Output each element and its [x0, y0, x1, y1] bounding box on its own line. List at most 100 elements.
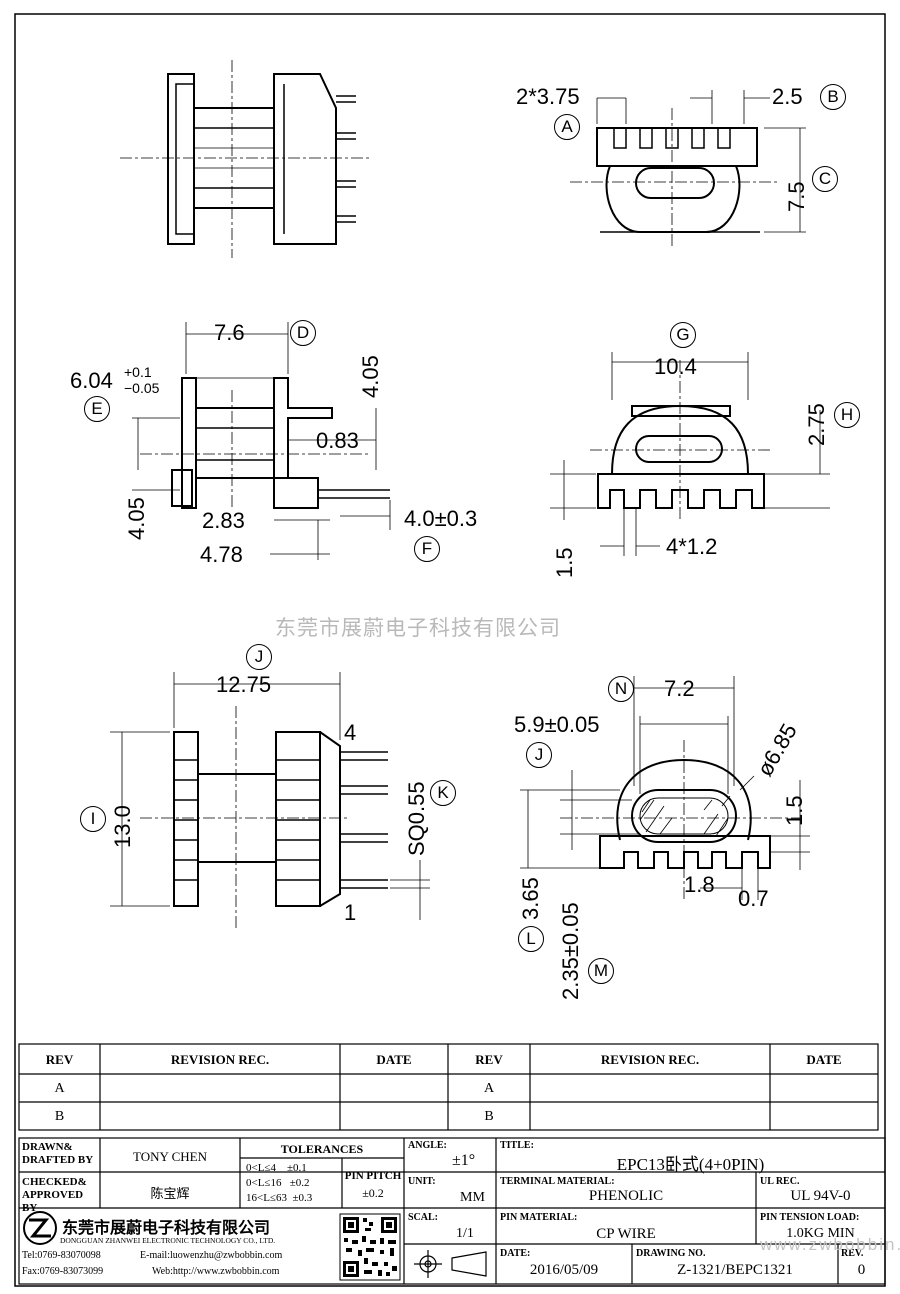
dim-label: 7.6: [214, 320, 245, 345]
qr-code: [339, 1213, 401, 1281]
drawing-no-label: DRAWING NO.: [636, 1248, 706, 1259]
drawn-value: TONY CHEN: [132, 1149, 208, 1164]
dim-label: 1.8: [684, 872, 715, 897]
company-fax: Fax:0769-83073099: [22, 1266, 104, 1277]
revision-table-grid: [18, 1043, 879, 1131]
drawn-label: DRAWN& DRAFTED BY: [22, 1141, 94, 1166]
dim-label: 4*1.2: [666, 534, 718, 559]
view-mid-left: [132, 322, 391, 560]
callout-I: I: [80, 806, 106, 832]
company-watermark: 东莞市展蔚电子科技有限公司: [275, 617, 561, 640]
dim-label: 4.05: [358, 355, 383, 398]
rev-label: REV.: [841, 1248, 864, 1259]
dim-label: 4.05: [124, 497, 149, 540]
dim-label: 1.5: [552, 547, 577, 578]
dim-label: 0.83: [316, 428, 359, 453]
checked-value: 陈宝辉: [150, 1186, 190, 1201]
title-block-grid: [18, 1137, 886, 1285]
pin-number-label: 1: [344, 900, 357, 925]
revision-rec-header: REVISION REC.: [600, 1052, 700, 1067]
view-top-left: [120, 60, 370, 258]
dim-label: 4.78: [200, 542, 243, 567]
dim-label: 5.9±0.05: [514, 712, 600, 737]
dim-label: 13.0: [110, 805, 135, 848]
callout-K: K: [430, 780, 456, 806]
date-value: 2016/05/09: [529, 1262, 599, 1278]
pin-tension-label: PIN TENSION LOAD:: [760, 1212, 860, 1223]
company-logo: [23, 1211, 57, 1245]
callout-H: H: [834, 402, 860, 428]
unit-value: MM: [460, 1190, 485, 1205]
unit-label: UNIT:: [408, 1176, 436, 1187]
pin-pitch-value: ±0.2: [362, 1186, 384, 1200]
dim-label: 7.5: [784, 181, 809, 212]
dim-label: 2.5: [772, 84, 803, 109]
rev-header: REV: [45, 1052, 74, 1067]
view-bottom-left: [110, 672, 430, 930]
drawing-no-value: Z-1321/BEPC1321: [677, 1262, 793, 1278]
title-value: EPC13卧式(4+0PIN): [616, 1155, 765, 1174]
angle-label: ANGLE:: [408, 1140, 447, 1151]
callout-E: E: [84, 396, 110, 422]
dim-label: 6.04: [70, 368, 113, 393]
rev-cell: A: [483, 1081, 495, 1096]
callout-L: L: [518, 926, 544, 952]
scal-value: 1/1: [456, 1226, 474, 1241]
rev-cell: A: [54, 1081, 65, 1096]
callout-D: D: [290, 320, 316, 346]
callout-B: B: [820, 84, 846, 110]
tolerance-row: 0<L≤16 ±0.2: [246, 1177, 310, 1189]
company-tel: Tel:0769-83070098: [22, 1250, 101, 1261]
url-watermark: www.zwbobbin.com: [760, 1235, 900, 1254]
pin-material-value: CP WIRE: [596, 1226, 656, 1242]
projection-symbol-icon: [414, 1250, 487, 1278]
view-mid-right: [550, 352, 830, 556]
dim-label: SQ0.55: [404, 781, 429, 856]
rev-cell: B: [484, 1109, 494, 1124]
callout-C: C: [812, 166, 838, 192]
ul-rec-value: UL 94V-0: [790, 1188, 851, 1204]
company-name-en: DONGGUAN ZHANWEI ELECTRONIC TECHNOLOGY C…: [60, 1236, 276, 1245]
dim-label: 12.75: [216, 672, 272, 697]
callout-N: N: [608, 676, 634, 702]
title-label: TITLE:: [500, 1140, 534, 1151]
dim-label: 7.2: [664, 676, 695, 701]
dim-tolerance-minus: −0.05: [124, 380, 160, 396]
callout-A: A: [554, 114, 580, 140]
rev-header: REV: [475, 1052, 503, 1067]
dim-label: 2.35±0.05: [558, 902, 583, 1000]
ul-rec-label: UL REC.: [760, 1176, 800, 1187]
date-label: DATE:: [500, 1248, 531, 1259]
dim-label: 2*3.75: [516, 84, 580, 109]
scal-label: SCAL:: [408, 1212, 439, 1223]
pin-tension-value: 1.0KG MIN: [786, 1226, 855, 1241]
tolerances-label: TOLERANCES: [280, 1142, 364, 1156]
pin-material-label: PIN MATERIAL:: [500, 1212, 578, 1223]
rev-cell: B: [54, 1109, 65, 1124]
dim-label: 10.4: [654, 354, 697, 379]
terminal-material-value: PHENOLIC: [588, 1188, 664, 1204]
callout-J-2: J: [526, 742, 552, 768]
drawing-frame: [14, 13, 886, 1287]
angle-value: ±1°: [452, 1152, 476, 1169]
checked-label: CHECKED& APPROVED BY: [22, 1176, 87, 1214]
tolerance-row: 0<L≤4 ±0.1: [246, 1162, 307, 1174]
rev-value: 0: [857, 1262, 866, 1278]
tolerance-row: 16<L≤63 ±0.3: [246, 1192, 313, 1204]
pin-pitch-label: PIN PITCH: [344, 1170, 402, 1182]
dim-label: 2.75: [804, 403, 829, 446]
company-email: E-mail:luowenzhu@zwbobbin.com: [140, 1250, 283, 1261]
date-header: DATE: [376, 1052, 412, 1067]
dim-tolerance-plus: +0.1: [124, 364, 152, 380]
terminal-material-label: TERMINAL MATERIAL:: [500, 1176, 615, 1187]
pin-number-label: 4: [344, 720, 357, 745]
view-top-right: [570, 90, 806, 248]
company-name-cn: 东莞市展蔚电子科技有限公司: [62, 1218, 271, 1237]
company-web: Web:http://www.zwbobbin.com: [152, 1266, 280, 1277]
view-bottom-right: [520, 676, 810, 900]
revision-rec-header: REVISION REC.: [170, 1052, 270, 1067]
dim-label: 2.83: [202, 508, 245, 533]
date-header: DATE: [806, 1052, 842, 1067]
callout-J: J: [246, 644, 272, 670]
callout-F: F: [414, 536, 440, 562]
